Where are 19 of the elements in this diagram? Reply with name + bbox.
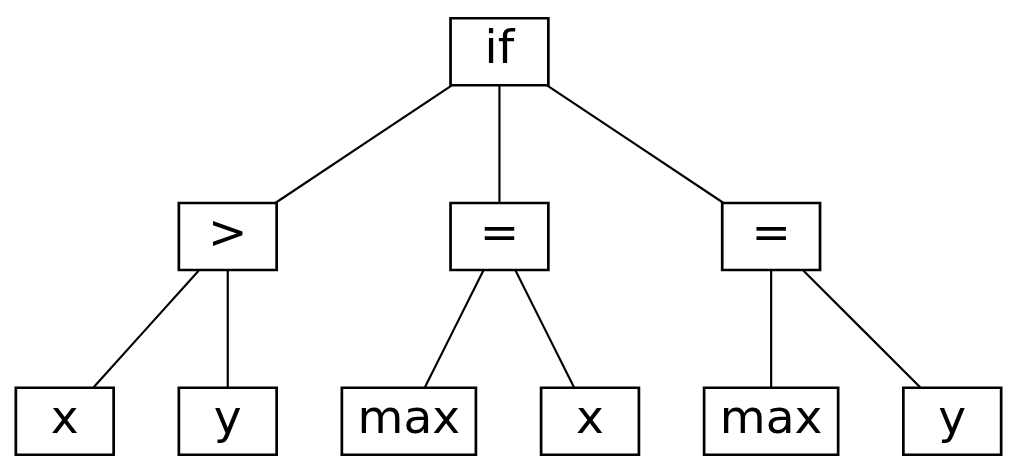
connector: [802, 269, 921, 388]
connector: [423, 269, 485, 388]
node-box: x: [539, 385, 641, 456]
node-box: x: [14, 385, 115, 456]
connector: [275, 84, 453, 204]
node-box: =: [449, 201, 550, 271]
connector: [92, 269, 200, 388]
node-box: y: [177, 385, 279, 456]
node-box: max: [340, 385, 478, 456]
node-box: y: [902, 385, 1003, 456]
connector: [498, 85, 501, 203]
connector: [546, 84, 724, 204]
node-box: if: [449, 16, 550, 87]
node-box: >: [177, 201, 279, 271]
node-box: =: [720, 201, 822, 271]
node-box: max: [702, 385, 840, 456]
connector: [770, 270, 773, 387]
connector: [514, 269, 575, 388]
connector: [226, 270, 229, 387]
